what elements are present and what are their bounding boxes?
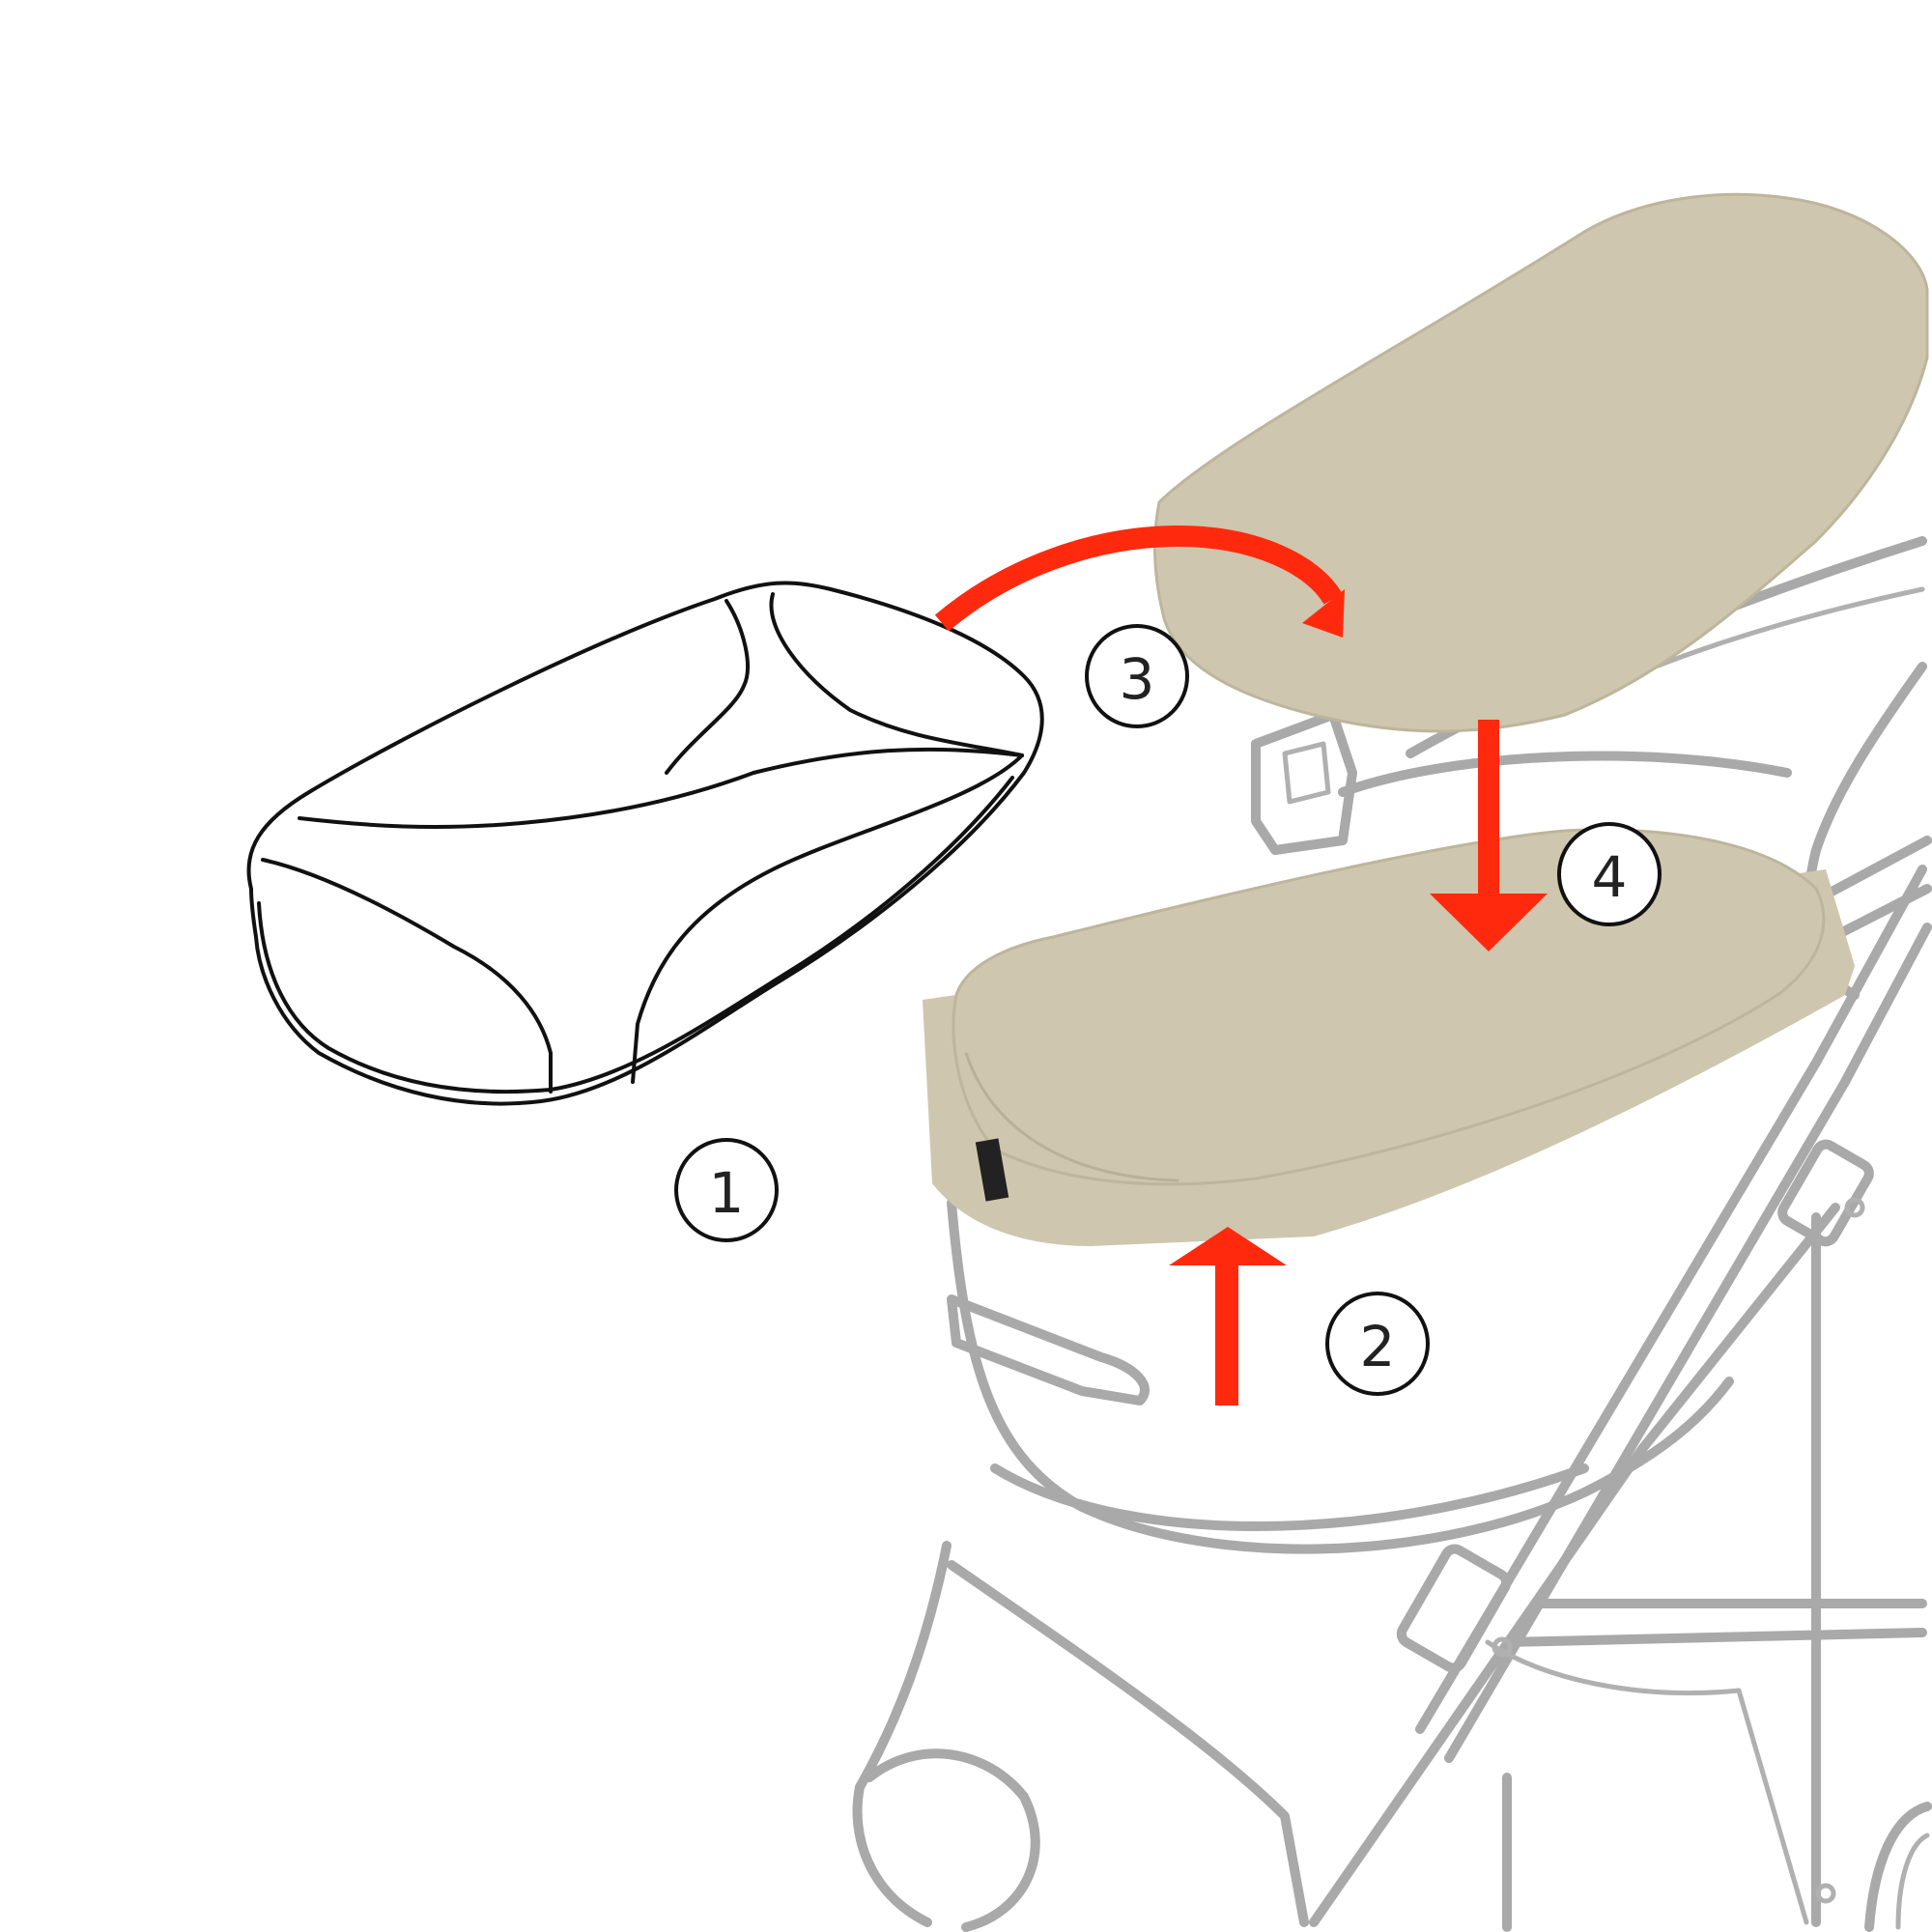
- rear-wheel: [1864, 1802, 1932, 1932]
- rear-wheel-inner: [1895, 1833, 1930, 1930]
- frame-rail-main-inner: [1415, 865, 1927, 1734]
- old-mattress-top-seam: [298, 747, 1024, 830]
- mattress-label-tag: [975, 1138, 1009, 1202]
- step-number-1: 1: [709, 1160, 745, 1226]
- frame-basket-under: [1485, 1639, 1809, 1925]
- old-mattress-outer-2: [257, 776, 1014, 1094]
- arrows: [934, 525, 1548, 1406]
- arrow-curved-step3: [934, 525, 1343, 632]
- old-mattress-right-seam: [631, 753, 1024, 1084]
- arrow-down-step4-shaft: [1478, 720, 1499, 898]
- clip-left-tab: [1282, 741, 1331, 805]
- lower-seat-cushion: [865, 1748, 1040, 1932]
- step-marker-1: 1: [674, 1138, 779, 1242]
- lower-seat-side: [947, 1560, 1309, 1927]
- old-mattress-left-seam: [261, 858, 553, 1094]
- clip-left: [1251, 710, 1357, 855]
- step-marker-4: 4: [1557, 822, 1662, 926]
- basket-band: [990, 1463, 1589, 1531]
- mattress-lower-top: [952, 828, 1826, 1186]
- frame-joint-2: [1777, 1139, 1874, 1247]
- mattress-upper-body: [1152, 192, 1929, 733]
- step-number-3: 3: [1120, 646, 1155, 712]
- old-mattress-mid-seam: [665, 599, 750, 775]
- frame-joint-1: [1396, 1544, 1512, 1673]
- step-number-2: 2: [1360, 1314, 1396, 1379]
- carrycot-rim: [1338, 751, 1792, 797]
- lower-seat: [852, 1541, 952, 1927]
- basket-handle-left: [947, 1294, 1150, 1406]
- basket-body: [947, 1198, 1734, 1554]
- step-number-4: 4: [1592, 844, 1628, 910]
- frame-bolt-1: [1492, 1636, 1513, 1658]
- frame-rail-lower: [1309, 1203, 1840, 1927]
- arrow-up-step2-shaft: [1215, 1256, 1238, 1406]
- old-mattress-outline: [246, 581, 1044, 1106]
- arrow-curved-step3-head: [1302, 589, 1345, 638]
- arrow-down-step4-head: [1430, 894, 1548, 952]
- mattress-upper: [1152, 192, 1929, 733]
- old-mattress-top-fold: [769, 592, 1024, 757]
- mattress-in-carrycot: [923, 828, 1855, 1246]
- step-marker-2: 2: [1325, 1292, 1430, 1396]
- step-marker-3: 3: [1085, 624, 1189, 728]
- mattress-lower-seam: [964, 1052, 1179, 1182]
- old-mattress-outer: [246, 581, 1044, 1106]
- frame-bolt-3: [1815, 1883, 1836, 1904]
- arrow-up-step2-head: [1169, 1227, 1287, 1265]
- frame-cross-bar: [1502, 1628, 1927, 1647]
- frame-bolt-2: [1844, 1197, 1865, 1218]
